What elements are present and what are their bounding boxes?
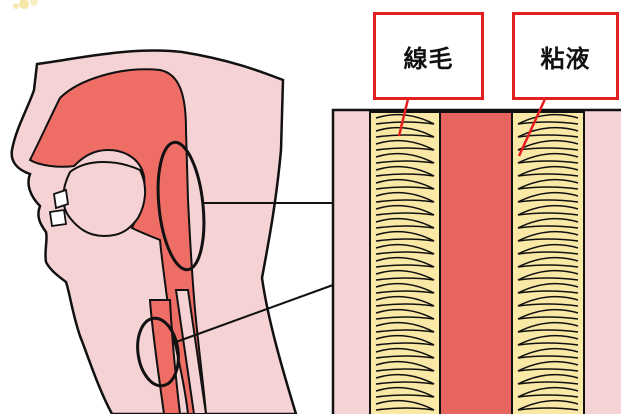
corner-flower-icon	[13, 0, 38, 9]
mucus-label: 粘液	[512, 12, 619, 100]
magnified-airway-panel	[333, 110, 621, 414]
oral-cavity	[63, 162, 145, 236]
airway-lumen	[440, 112, 512, 414]
mucus-label-text: 粘液	[541, 39, 591, 74]
cilia-label: 線毛	[373, 12, 484, 100]
cilia-label-text: 線毛	[404, 39, 454, 74]
